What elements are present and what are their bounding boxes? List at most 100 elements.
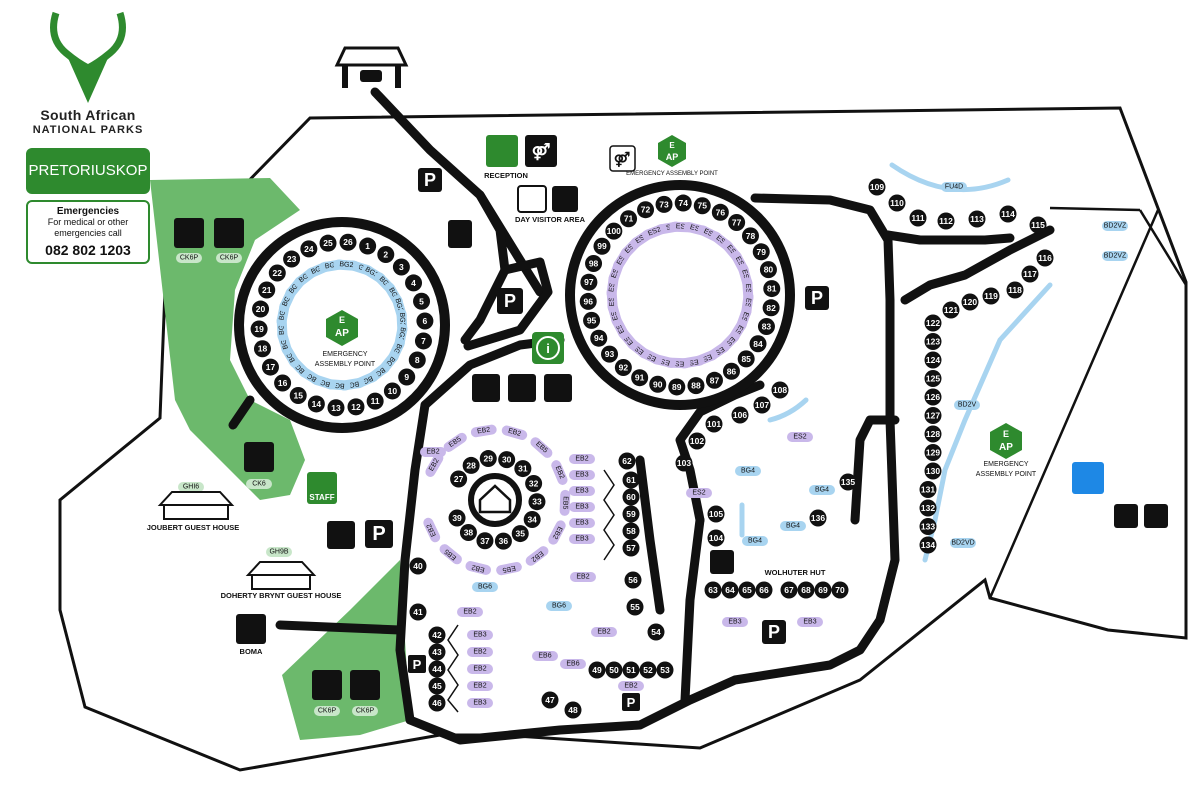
svg-text:GH9B: GH9B (269, 549, 288, 556)
svg-text:CK6P: CK6P (180, 255, 199, 262)
svg-text:29: 29 (484, 454, 494, 464)
east-site-96: 96 (579, 292, 597, 310)
emergency-phone[interactable]: 082 802 1203 (45, 242, 131, 258)
svg-text:57: 57 (626, 543, 636, 553)
svg-text:46: 46 (432, 698, 442, 708)
site-136: 136 (809, 509, 827, 527)
svg-text:114: 114 (1001, 209, 1015, 219)
hub-site-38: 38 (459, 524, 477, 542)
hub-site-30: 30 (498, 451, 516, 469)
site-43: 43 (428, 643, 446, 661)
svg-text:71: 71 (624, 214, 634, 224)
shop-restaurant-icons (472, 374, 572, 402)
svg-text:EB3: EB3 (575, 472, 588, 479)
kudu-logo (50, 11, 126, 103)
svg-text:32: 32 (529, 479, 539, 489)
svg-text:49: 49 (592, 665, 602, 675)
svg-text:BG2: BG2 (279, 334, 290, 350)
west-site-2: 2 (377, 245, 395, 263)
site-type-tag: GH9B (266, 547, 292, 557)
site-114: 114 (999, 205, 1017, 223)
svg-text:ASSEMBLY POINT: ASSEMBLY POINT (315, 361, 376, 368)
east-site-89: 89 (668, 378, 686, 396)
west-site-11: 11 (366, 392, 384, 410)
site-119: 119 (982, 287, 1000, 305)
svg-text:ASSEMBLY POINT: ASSEMBLY POINT (976, 471, 1037, 478)
svg-text:5: 5 (419, 296, 424, 306)
brand-header: South African NATIONAL PARKS PRETORIUSKO… (22, 8, 154, 264)
svg-text:68: 68 (801, 585, 811, 595)
site-48: 48 (564, 701, 582, 719)
svg-text:BG2: BG2 (316, 377, 332, 388)
east-site-90: 90 (649, 375, 667, 393)
site-type-tag: CK6P (314, 706, 340, 716)
svg-text:EMERGENCY ASSEMBLY POINT: EMERGENCY ASSEMBLY POINT (626, 171, 718, 177)
svg-text:136: 136 (811, 513, 825, 523)
site-124: 124 (924, 351, 942, 369)
site-69: 69 (814, 581, 832, 599)
east-site-94: 94 (590, 329, 608, 347)
site-type-tag: BG4 (742, 536, 768, 546)
west-site-7: 7 (414, 332, 432, 350)
svg-text:97: 97 (584, 277, 594, 287)
svg-text:37: 37 (480, 536, 490, 546)
site-122: 122 (924, 314, 942, 332)
site-135: 135 (839, 473, 857, 491)
site-50: 50 (605, 661, 623, 679)
org-name: South African (40, 107, 136, 123)
svg-text:13: 13 (331, 403, 341, 413)
svg-text:113: 113 (970, 214, 984, 224)
svg-text:AP: AP (335, 328, 349, 339)
svg-text:123: 123 (926, 337, 940, 347)
west-site-15: 15 (289, 387, 307, 405)
svg-text:EMERGENCY: EMERGENCY (983, 461, 1028, 468)
svg-text:34: 34 (527, 515, 537, 525)
joubert-guest-house: JOUBERT GUEST HOUSE (147, 491, 239, 532)
west-site-9: 9 (398, 368, 416, 386)
site-type-tag: EB3 (569, 486, 595, 496)
east-site-71: 71 (620, 210, 638, 228)
svg-text:73: 73 (659, 199, 669, 209)
svg-text:EB3: EB3 (575, 488, 588, 495)
site-111: 111 (909, 209, 927, 227)
svg-text:36: 36 (499, 536, 509, 546)
svg-text:87: 87 (710, 375, 720, 385)
site-type-tag: BD2VZ (1102, 251, 1128, 261)
svg-text:ES2: ES2 (647, 226, 662, 237)
hub-site-37: 37 (476, 532, 494, 550)
site-type-tag: CK6P (352, 706, 378, 716)
svg-text:ES2: ES2 (611, 264, 622, 279)
site-type-tag: EB3 (797, 617, 823, 627)
svg-text:58: 58 (626, 526, 636, 536)
site-type-tag: EB5 (496, 561, 522, 576)
site-108: 108 (771, 381, 789, 399)
svg-text:85: 85 (741, 354, 751, 364)
reception-icon: ⚤ RECEPTION (484, 135, 557, 180)
fuel-icon (448, 220, 472, 248)
east-site-76: 76 (711, 203, 729, 221)
west-site-6: 6 (416, 312, 434, 330)
svg-text:65: 65 (742, 585, 752, 595)
svg-text:ES2: ES2 (692, 490, 705, 497)
svg-text:P: P (413, 657, 422, 672)
site-type-tag: EB2 (501, 425, 528, 440)
svg-text:83: 83 (762, 321, 772, 331)
site-58: 58 (622, 522, 640, 540)
east-site-84: 84 (749, 335, 767, 353)
site-45: 45 (428, 677, 446, 695)
site-57: 57 (622, 539, 640, 557)
site-105: 105 (707, 505, 725, 523)
site-type-tag: EB2 (569, 454, 595, 464)
svg-text:BG2: BG2 (324, 261, 339, 270)
site-type-tag: ES2 (787, 432, 813, 442)
svg-text:43: 43 (432, 647, 442, 657)
svg-text:31: 31 (518, 464, 528, 474)
svg-text:BG2D: BG2D (398, 312, 406, 331)
west-site-25: 25 (319, 234, 337, 252)
site-40: 40 (409, 557, 427, 575)
svg-text:BG2D: BG2D (396, 327, 407, 347)
hub-site-36: 36 (494, 532, 512, 550)
svg-text:AP: AP (666, 152, 679, 162)
site-42: 42 (428, 626, 446, 644)
svg-text:128: 128 (926, 429, 940, 439)
